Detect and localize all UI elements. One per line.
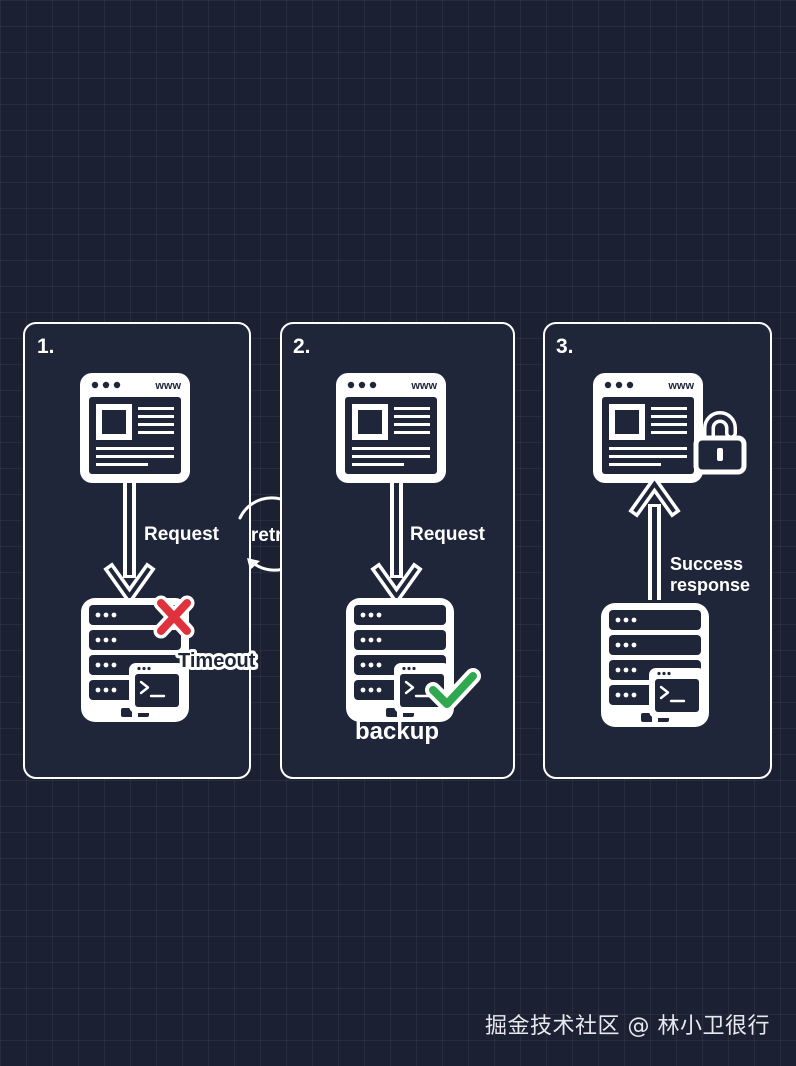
browser-window-icon: www <box>336 373 446 483</box>
red-x-icon <box>153 595 195 639</box>
browser-window-icon: www <box>593 373 703 483</box>
panel-1-number: 1. <box>37 335 55 358</box>
request-label: Request <box>144 524 220 545</box>
success-label-line-1: Success <box>670 554 743 574</box>
browser-window-icon: www <box>80 373 190 483</box>
backup-label: backup <box>355 718 439 745</box>
green-check-icon <box>425 668 481 712</box>
server-icon <box>599 601 711 729</box>
success-label-line-2: response <box>670 575 750 595</box>
success-arrow-up <box>628 474 681 600</box>
timeout-label: Timeout <box>178 650 256 672</box>
panel-2-number: 2. <box>293 335 311 358</box>
request-arrow-down <box>370 483 423 606</box>
browser-address: www <box>154 380 181 392</box>
panel-3-number: 3. <box>556 335 574 358</box>
browser-address: www <box>410 380 437 392</box>
request-arrow-down <box>103 483 156 606</box>
unlocked-padlock-icon <box>693 411 747 475</box>
watermark: 掘金技术社区 @ 林小卫很行 <box>485 1014 770 1039</box>
panel-2: 2. www Request backup <box>280 322 515 779</box>
panel-1: 1. www Request Timeout <box>23 322 259 779</box>
browser-address: www <box>667 380 694 392</box>
panel-3: 3. www Success response <box>543 322 772 779</box>
request-label: Request <box>410 524 486 545</box>
